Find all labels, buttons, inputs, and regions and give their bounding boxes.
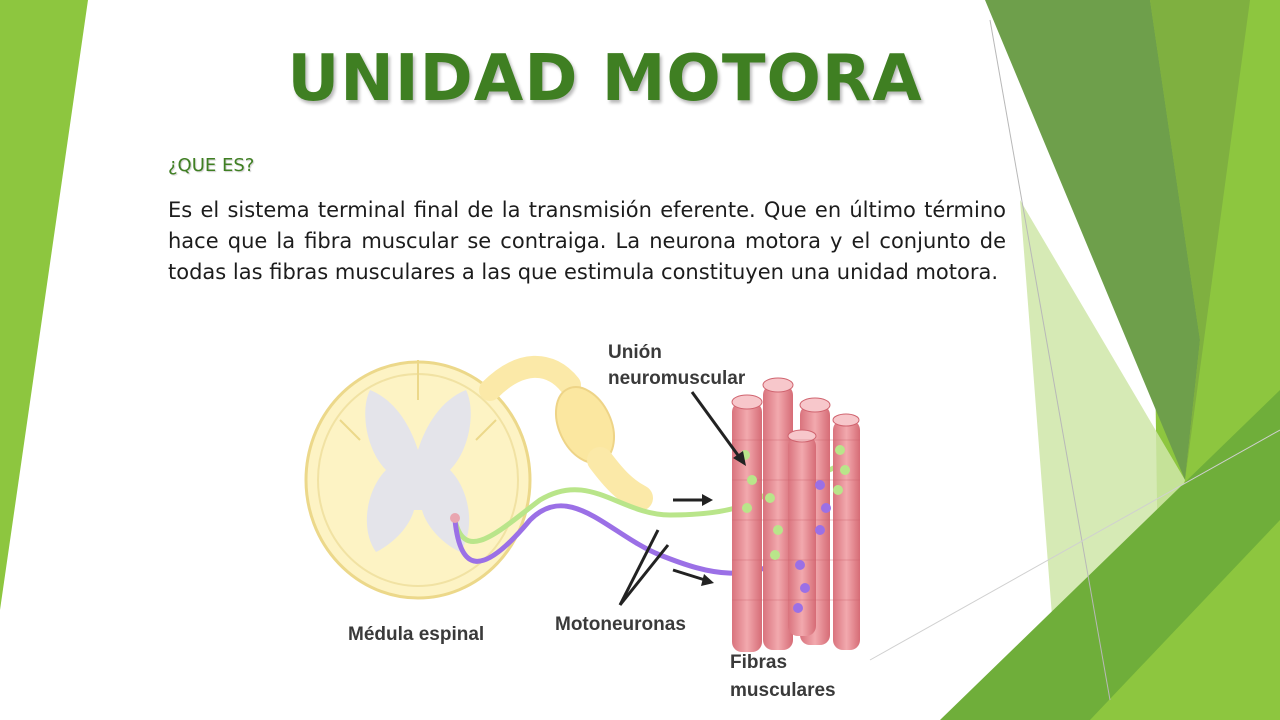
green-terminals [740,445,850,560]
left-green-band [0,0,88,610]
gray-matter [365,390,471,552]
dorsal-root [479,355,581,401]
label-fibras-line2: musculares [730,680,836,701]
label-union-line2: neuromuscular [608,368,746,389]
label-union-line1: Unión [608,342,662,363]
purple-terminals [793,480,831,613]
label-medula-espinal: Médula espinal [348,624,484,645]
section-subtitle: ¿QUE ES? [168,155,255,176]
motor-unit-diagram: Unión neuromuscular Médula espinal Moton… [304,342,860,701]
label-motoneuronas: Motoneuronas [555,614,686,635]
thin-line-1 [989,19,1111,701]
thin-line-2 [869,429,1280,661]
bottom-light-band [1090,520,1280,720]
slide-title: UNIDAD MOTORA [287,42,923,116]
muscle-fibers [731,377,860,652]
right-dark-band [985,0,1200,480]
definition-paragraph: Es el sistema terminal final de la trans… [168,198,1006,284]
label-fibras-line1: Fibras [730,652,787,673]
right-mid-band [1150,0,1250,480]
annotation-arrows [618,391,746,606]
